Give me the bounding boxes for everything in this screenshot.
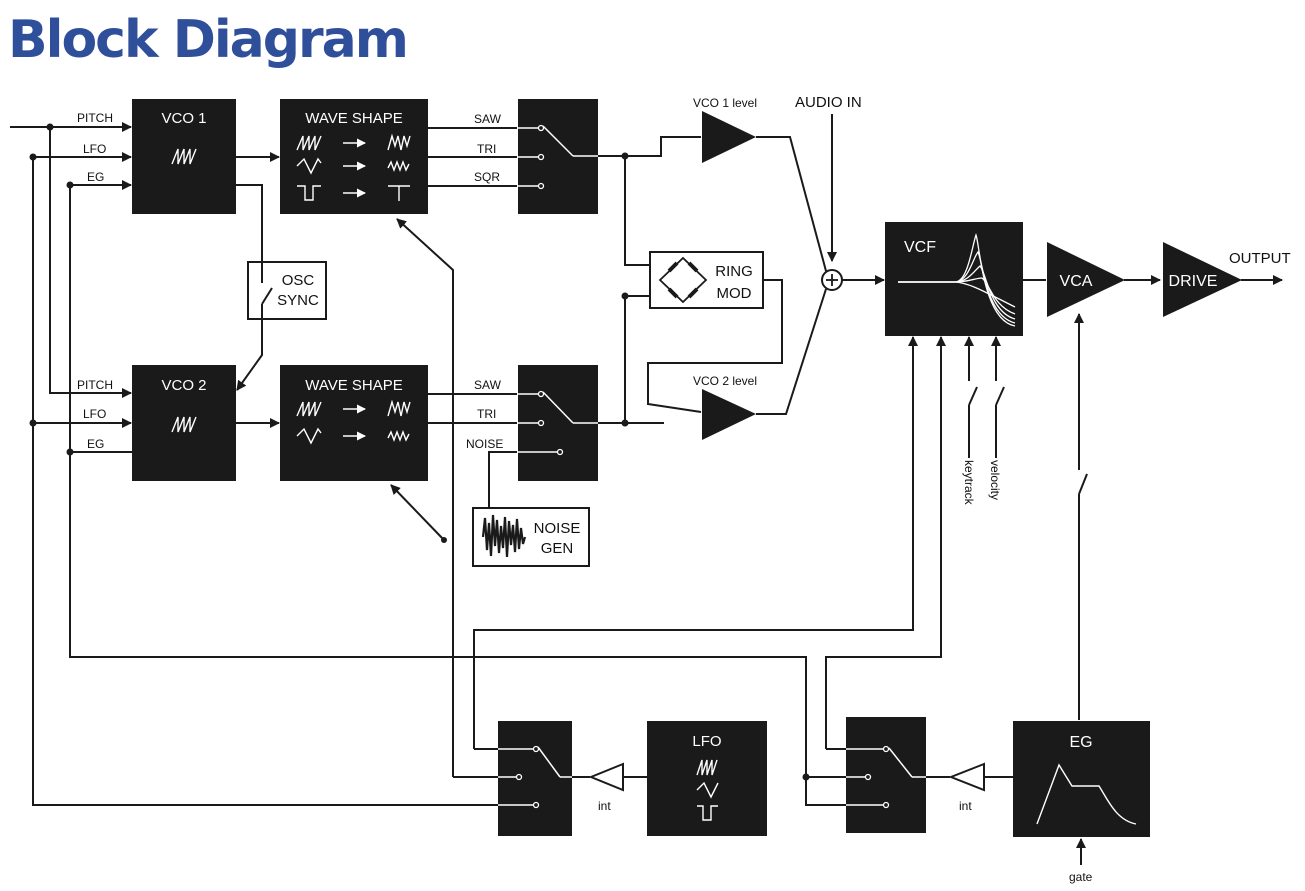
vcf-label: VCF xyxy=(904,239,936,256)
tri-label-2: TRI xyxy=(477,407,496,421)
lfo-block: LFO xyxy=(647,721,767,836)
ring-mod-label-line1: RING xyxy=(715,263,753,280)
noise-label: NOISE xyxy=(466,437,503,451)
eg-int-label: int xyxy=(959,799,972,813)
triangle-wave-icon xyxy=(696,781,719,799)
gate-label: gate xyxy=(1069,870,1093,884)
velocity-label: velocity xyxy=(988,460,1002,500)
lfo-int-label: int xyxy=(598,799,611,813)
wires xyxy=(10,114,1283,865)
triangle-wave-icon xyxy=(296,157,322,175)
eg-int-amp xyxy=(948,762,985,792)
tri-label-1: TRI xyxy=(477,142,496,156)
vco1-level-amp xyxy=(702,111,756,163)
output-label: OUTPUT xyxy=(1229,250,1291,267)
shaped-triangle-icon xyxy=(387,160,410,172)
ring-mod-label-line2: MOD xyxy=(717,285,752,302)
oscillator-1-selector xyxy=(518,99,598,214)
eg-input-label-2: EG xyxy=(87,437,104,451)
square-wave-icon xyxy=(297,185,321,201)
noise-gen-block: NOISE GEN xyxy=(472,507,590,567)
noise-waveform-icon xyxy=(481,514,527,558)
eg-block: EG xyxy=(1013,721,1150,837)
noise-gen-label-line1: NOISE xyxy=(534,520,581,537)
page-title: Block Diagram xyxy=(8,10,409,70)
saw-wave-icon xyxy=(296,401,322,417)
wave-shape-1-block: WAVE SHAPE xyxy=(280,99,428,214)
vco1-level-label: VCO 1 level xyxy=(693,96,757,110)
noise-gen-label-line2: GEN xyxy=(541,540,574,557)
sqr-label-1: SQR xyxy=(474,170,500,184)
keytrack-label: keytrack xyxy=(962,460,976,506)
lfo-label: LFO xyxy=(692,733,721,750)
envelope-curve-icon xyxy=(1036,763,1137,825)
square-wave-icon xyxy=(697,805,718,821)
pitch-input-label-2: PITCH xyxy=(77,378,113,392)
osc-sync-label-line2: SYNC xyxy=(277,292,319,309)
eg-label: EG xyxy=(1069,734,1092,751)
vco2-level-label: VCO 2 level xyxy=(693,374,757,388)
lfo-input-label-2: LFO xyxy=(83,407,106,421)
saw-wave-icon xyxy=(696,759,718,776)
wave-shape-1-label: WAVE SHAPE xyxy=(305,110,403,127)
vca-label: VCA xyxy=(1060,273,1093,290)
audio-in-label: AUDIO IN xyxy=(795,94,862,111)
drive-label: DRIVE xyxy=(1169,273,1218,290)
saw-wave-icon xyxy=(296,135,322,151)
saw-wave-icon xyxy=(171,148,197,165)
signal-labels: PITCH LFO EG PITCH LFO EG SAW TRI SQR SA… xyxy=(77,94,1291,884)
saw-label-2: SAW xyxy=(474,378,502,392)
ring-mod-block: RING MOD xyxy=(649,251,764,309)
vco2-level-amp xyxy=(702,389,756,440)
wave-shape-2-block: WAVE SHAPE xyxy=(280,365,428,481)
osc-sync-label-line1: OSC xyxy=(282,272,315,289)
drive-block: DRIVE xyxy=(1163,242,1242,317)
pitch-input-label-1: PITCH xyxy=(77,111,113,125)
saw-wave-icon xyxy=(171,416,197,433)
lfo-input-label-1: LFO xyxy=(83,142,106,156)
lfo-int-amp xyxy=(588,762,624,792)
filter-response-icon xyxy=(898,233,1016,327)
vco1-block: VCO 1 xyxy=(132,99,236,214)
saw-label-1: SAW xyxy=(474,112,502,126)
triangle-wave-icon xyxy=(296,427,322,445)
mixer-sum-node xyxy=(821,269,843,291)
shaped-triangle-icon xyxy=(387,430,410,442)
eg-input-label-1: EG xyxy=(87,170,104,184)
wave-shape-2-label: WAVE SHAPE xyxy=(305,377,403,394)
vcf-block: VCF xyxy=(885,222,1023,336)
lfo-destination-selector xyxy=(498,721,572,836)
shaped-square-icon xyxy=(388,185,410,201)
eg-destination-selector xyxy=(846,717,926,833)
vco2-block: VCO 2 xyxy=(132,365,236,481)
vco2-label: VCO 2 xyxy=(161,377,206,394)
shaped-saw-icon xyxy=(387,399,411,417)
vca-block: VCA xyxy=(1047,242,1125,317)
vco1-label: VCO 1 xyxy=(161,110,206,127)
shaped-saw-icon xyxy=(387,133,411,151)
junction-dots xyxy=(29,123,810,781)
oscillator-2-selector xyxy=(518,365,598,481)
osc-sync-block: OSC SYNC xyxy=(247,261,327,320)
